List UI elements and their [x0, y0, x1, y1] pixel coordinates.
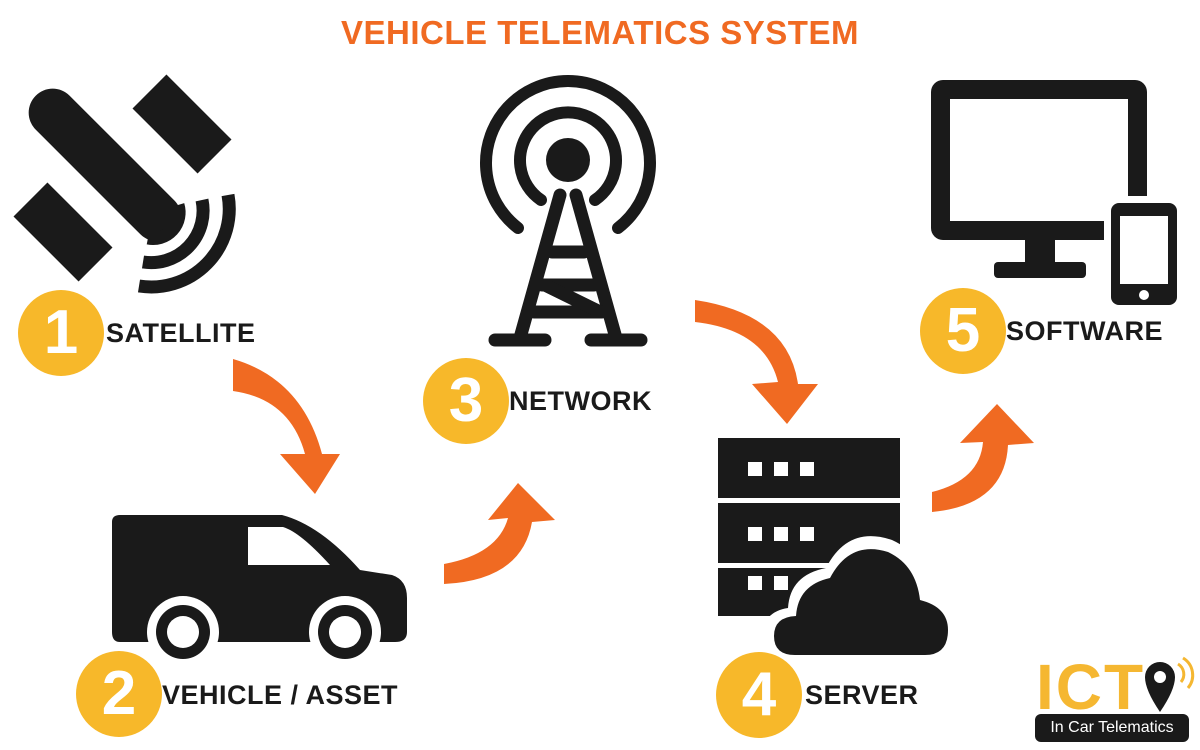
step-3-label: NETWORK [509, 386, 652, 416]
step-1-label: SATELLITE [106, 318, 256, 348]
step-4-badge: 4 [716, 652, 802, 738]
logo-mark: ICT [1036, 651, 1146, 723]
step-5-badge: 5 [920, 288, 1006, 374]
step-5-label: SOFTWARE [1006, 316, 1163, 346]
diagram-title: VEHICLE TELEMATICS SYSTEM [341, 14, 859, 51]
step-3-badge: 3 [423, 358, 509, 444]
step-4-label: SERVER [805, 680, 919, 710]
step-2-badge: 2 [76, 651, 162, 737]
logo-tagline: In Car Telematics [1035, 714, 1189, 742]
step-1-badge: 1 [18, 290, 104, 376]
step-2-label: VEHICLE / ASSET [162, 680, 399, 710]
